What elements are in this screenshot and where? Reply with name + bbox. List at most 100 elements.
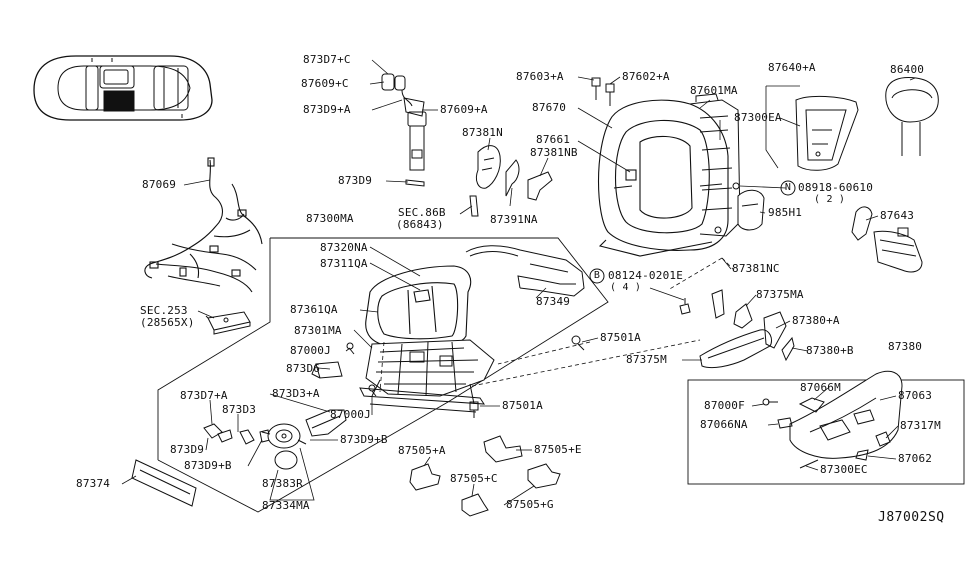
label-87375MA: 87375MA — [756, 288, 804, 301]
label-87380: 87380 — [888, 340, 923, 353]
lumbar-motor — [261, 423, 307, 470]
label-87334MA: 87334MA — [262, 499, 310, 512]
label-87603-A: 87603+A — [516, 70, 564, 83]
cushion-assembly-box — [157, 237, 609, 513]
label-87381NC: 87381NC — [732, 262, 780, 275]
label-08918-60610: 08918-60610 — [798, 181, 874, 194]
label-08124-0201E: 08124-0201E — [608, 269, 684, 282]
label-86400: 86400 — [890, 63, 925, 76]
seat-back-frame — [689, 93, 741, 237]
label-985H1: 985H1 — [768, 206, 803, 219]
label-87300MA: 87300MA — [306, 212, 354, 225]
label-87320NA: 87320NA — [320, 241, 368, 254]
frame-bolts — [346, 335, 585, 418]
label-873D9: 873D9 — [338, 174, 373, 187]
sensor-28565x — [205, 311, 251, 335]
label-87062: 87062 — [898, 452, 933, 465]
leader-87640A — [765, 86, 779, 169]
motor-873D6 — [311, 361, 343, 379]
label-87361QA: 87361QA — [290, 303, 338, 316]
label-87000J-upper: 87000J — [290, 344, 331, 357]
callout-letter-n: N — [784, 182, 792, 193]
label-87381NB: 87381NB — [530, 146, 578, 159]
label-sec-86b-ref: (86843) — [396, 218, 444, 231]
label-87505-C: 87505+C — [450, 472, 498, 485]
label-87670: 87670 — [532, 101, 567, 114]
headrest — [885, 77, 939, 156]
label-sec-253: SEC.253 — [140, 304, 188, 317]
label-87375M: 87375M — [626, 353, 667, 366]
label-873D7-A: 873D7+A — [180, 389, 228, 402]
recliner-cover-parts — [469, 145, 553, 217]
label-87602-A: 87602+A — [622, 70, 670, 83]
label-87066M: 87066M — [800, 381, 841, 394]
label-87317M: 87317M — [900, 419, 941, 432]
finisher-strip-87374 — [131, 459, 197, 507]
label-873D3: 873D3 — [222, 403, 257, 416]
label-873D3-A: 873D3+A — [272, 387, 320, 400]
leader-lines — [121, 59, 916, 506]
label-87000F: 87000F — [704, 399, 745, 412]
label-87063: 87063 — [898, 389, 933, 402]
label-87300EC: 87300EC — [820, 463, 868, 476]
label-87349: 87349 — [536, 295, 571, 308]
label-87311QA: 87311QA — [320, 257, 368, 270]
label-87609-C: 87609+C — [301, 77, 349, 90]
label-873D9-B-right: 873D9+B — [340, 433, 388, 446]
label-873D6: 873D6 — [286, 362, 321, 375]
seat-back-trim — [598, 99, 729, 257]
dashed-leaders — [379, 257, 735, 393]
callout-circle-b — [589, 268, 605, 284]
back-board — [795, 95, 859, 171]
bolts-top — [591, 77, 615, 106]
label-87381N: 87381N — [462, 126, 503, 139]
label-87501A-lower: 87501A — [502, 399, 543, 412]
label-87505-A: 87505+A — [398, 444, 446, 457]
switch-knob-parts — [203, 409, 347, 445]
label-873D9-A: 873D9+A — [303, 103, 351, 116]
vehicle-locator — [33, 55, 213, 121]
label-87374: 87374 — [76, 477, 111, 490]
label-87643: 87643 — [880, 209, 915, 222]
label-87301MA: 87301MA — [294, 324, 342, 337]
callout-letter-b: B — [593, 270, 601, 281]
side-airbag-module — [732, 182, 765, 231]
label-873D9-B-left: 873D9+B — [184, 459, 232, 472]
rail-covers-87505 — [409, 435, 561, 517]
trim-assembly-box — [687, 379, 965, 485]
label-873D7-C: 873D7+C — [303, 53, 351, 66]
seat-location-marker — [103, 90, 135, 112]
side-cover-87643 — [851, 206, 923, 273]
label-87380-A: 87380+A — [792, 314, 840, 327]
seat-cushion-trim — [365, 265, 472, 350]
label-sec-253-ref: (28565X) — [140, 316, 195, 329]
label-sec-86b: SEC.86B — [398, 206, 446, 219]
label-87661: 87661 — [536, 133, 571, 146]
label-87505-G: 87505+G — [506, 498, 554, 511]
label-08918-qty: ( 2 ) — [814, 194, 846, 205]
label-87069: 87069 — [142, 178, 177, 191]
seat-adjuster-frame — [359, 339, 495, 413]
label-87383R: 87383R — [262, 477, 303, 490]
seat-side-shield — [762, 370, 903, 469]
side-finishers — [679, 289, 795, 369]
callout-circle-n — [780, 180, 796, 196]
label-08124-qty: ( 4 ) — [610, 282, 642, 293]
label-87300EA: 87300EA — [734, 111, 782, 124]
label-87391NA: 87391NA — [490, 213, 538, 226]
label-87501A-upper: 87501A — [600, 331, 641, 344]
cushion-frame-wire — [465, 245, 585, 297]
circled-callouts — [589, 180, 796, 284]
label-87609-A: 87609+A — [440, 103, 488, 116]
label-87601MA: 87601MA — [690, 84, 738, 97]
leader-87334MA — [269, 469, 300, 501]
label-87000J-lower: 87000J — [330, 408, 371, 421]
label-87066NA: 87066NA — [700, 418, 748, 431]
label-87380-B: 87380+B — [806, 344, 854, 357]
wiring-harness — [144, 157, 263, 293]
headrest-guide-parts — [381, 73, 427, 187]
label-87640-A: 87640+A — [768, 61, 816, 74]
diagram-code: J87002SQ — [878, 510, 945, 525]
